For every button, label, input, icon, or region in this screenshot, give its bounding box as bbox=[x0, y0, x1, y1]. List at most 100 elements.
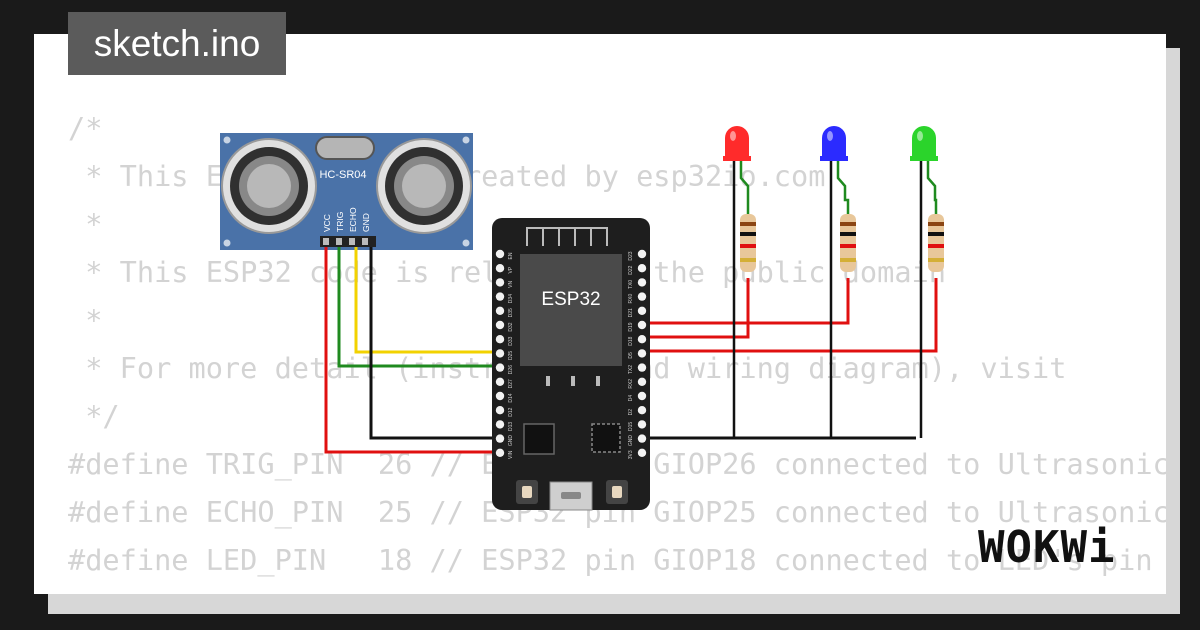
code-line: * bbox=[68, 303, 103, 337]
wire-led-red bbox=[642, 278, 750, 339]
pin-header[interactable] bbox=[637, 377, 647, 386]
pin-label: D14 bbox=[508, 393, 514, 402]
reset-button[interactable] bbox=[606, 480, 628, 504]
resistor[interactable] bbox=[928, 214, 944, 272]
pin-header[interactable] bbox=[495, 292, 505, 301]
board-label: ESP32 bbox=[541, 289, 600, 310]
sensor-pin-label: TRIG bbox=[335, 212, 345, 232]
pin-header[interactable] bbox=[637, 264, 647, 273]
pin-header[interactable] bbox=[637, 420, 647, 429]
resistor[interactable] bbox=[840, 214, 856, 272]
code-line: */ bbox=[68, 399, 120, 433]
pin-label: D13 bbox=[508, 422, 514, 431]
led-green[interactable] bbox=[910, 126, 938, 438]
sensor-model-label: HC-SR04 bbox=[319, 169, 366, 181]
left-header bbox=[495, 249, 505, 457]
pin-label: D34 bbox=[508, 294, 514, 303]
boot-button[interactable] bbox=[516, 480, 538, 504]
pin-label: D18 bbox=[628, 336, 634, 345]
pin-header[interactable] bbox=[495, 363, 505, 372]
led-red[interactable] bbox=[723, 126, 751, 438]
pin-label: 3V3 bbox=[628, 450, 634, 459]
pin-header[interactable] bbox=[495, 434, 505, 443]
resistor[interactable] bbox=[740, 214, 756, 272]
code-line: #define LED_PIN 18 // ESP32 pin GIOP18 c… bbox=[68, 543, 1153, 577]
pin-header[interactable] bbox=[495, 420, 505, 429]
pin-header[interactable] bbox=[495, 406, 505, 415]
esp32-board[interactable]: ESP32 ENVPVND34D35D32D33D25D26D27D14D12D… bbox=[492, 218, 650, 511]
pin-label: D33 bbox=[508, 336, 514, 345]
pin-label: GND bbox=[628, 435, 634, 447]
pin-header[interactable] bbox=[495, 335, 505, 344]
right-pin-labels: D23D22TX0RX0D21D19D18D5TX2RX2D4D2D15GND3… bbox=[628, 251, 634, 459]
wires bbox=[324, 247, 938, 454]
pin-header[interactable] bbox=[637, 335, 647, 344]
pin-label: D5 bbox=[628, 352, 634, 359]
pin-label: D32 bbox=[508, 322, 514, 331]
sensor-header-pins bbox=[320, 236, 376, 247]
pin-header[interactable] bbox=[637, 349, 647, 358]
file-tab[interactable]: sketch.ino bbox=[68, 12, 286, 75]
pin-header[interactable] bbox=[495, 349, 505, 358]
led-group bbox=[723, 126, 944, 438]
pin-header[interactable] bbox=[495, 306, 505, 315]
transducer-left bbox=[221, 138, 317, 234]
pin-header[interactable] bbox=[637, 249, 647, 259]
usb-uart-chip bbox=[591, 423, 621, 453]
pin-label: D15 bbox=[628, 422, 634, 431]
led-blue[interactable] bbox=[820, 126, 850, 438]
pin-label: GND bbox=[508, 435, 514, 447]
pin-header[interactable] bbox=[637, 306, 647, 315]
wire-echo bbox=[354, 247, 500, 354]
pin-label: VIN bbox=[508, 450, 514, 459]
wokwi-logo: WОKWi bbox=[978, 522, 1116, 573]
pin-label: D25 bbox=[508, 351, 514, 360]
pin-header[interactable] bbox=[637, 278, 647, 287]
pin-label: RX0 bbox=[628, 294, 634, 304]
pin-header[interactable] bbox=[637, 363, 647, 372]
pin-label: VP bbox=[508, 266, 514, 273]
pin-header[interactable] bbox=[637, 320, 647, 330]
pin-header[interactable] bbox=[495, 278, 505, 287]
module-castellations bbox=[546, 376, 600, 386]
esp32-module bbox=[520, 254, 622, 366]
pin-header[interactable] bbox=[637, 292, 647, 301]
pin-label: RX2 bbox=[628, 379, 634, 389]
wire-gnd bbox=[369, 247, 500, 440]
pin-label: EN bbox=[508, 252, 514, 259]
pin-label: D27 bbox=[508, 379, 514, 388]
pin-header[interactable] bbox=[495, 391, 505, 401]
sensor-pin-label: VCC bbox=[322, 214, 332, 232]
pin-label: VN bbox=[508, 281, 514, 288]
wire-trig bbox=[337, 247, 500, 368]
right-header bbox=[637, 249, 647, 457]
transducer-right bbox=[376, 138, 472, 234]
sensor-pin-label: ECHO bbox=[348, 207, 358, 232]
pin-label: TX2 bbox=[628, 365, 634, 374]
pin-header[interactable] bbox=[637, 391, 647, 401]
pin-header[interactable] bbox=[637, 434, 647, 443]
pin-label: D4 bbox=[628, 395, 634, 402]
wire-vcc bbox=[324, 247, 500, 454]
pin-header[interactable] bbox=[495, 320, 505, 330]
sensor-pin-label: GND bbox=[361, 213, 371, 232]
pin-label: TX0 bbox=[628, 280, 634, 289]
pin-header[interactable] bbox=[637, 406, 647, 415]
pin-label: D21 bbox=[628, 308, 634, 317]
pin-label: D2 bbox=[628, 409, 634, 416]
wire-led-blue bbox=[642, 278, 850, 325]
pin-label: D19 bbox=[628, 322, 634, 331]
pin-header[interactable] bbox=[495, 264, 505, 273]
pin-header[interactable] bbox=[495, 377, 505, 386]
pin-label: D12 bbox=[508, 407, 514, 416]
pin-header[interactable] bbox=[495, 448, 505, 457]
pin-header[interactable] bbox=[637, 448, 647, 457]
pin-header[interactable] bbox=[495, 249, 505, 259]
pin-label: D26 bbox=[508, 365, 514, 374]
pin-label: D35 bbox=[508, 308, 514, 317]
code-line: * bbox=[68, 207, 103, 241]
pin-label: D22 bbox=[628, 265, 634, 274]
hc-sr04-sensor[interactable]: HC-SR04 VCC TRIG ECHO GND bbox=[220, 133, 473, 250]
